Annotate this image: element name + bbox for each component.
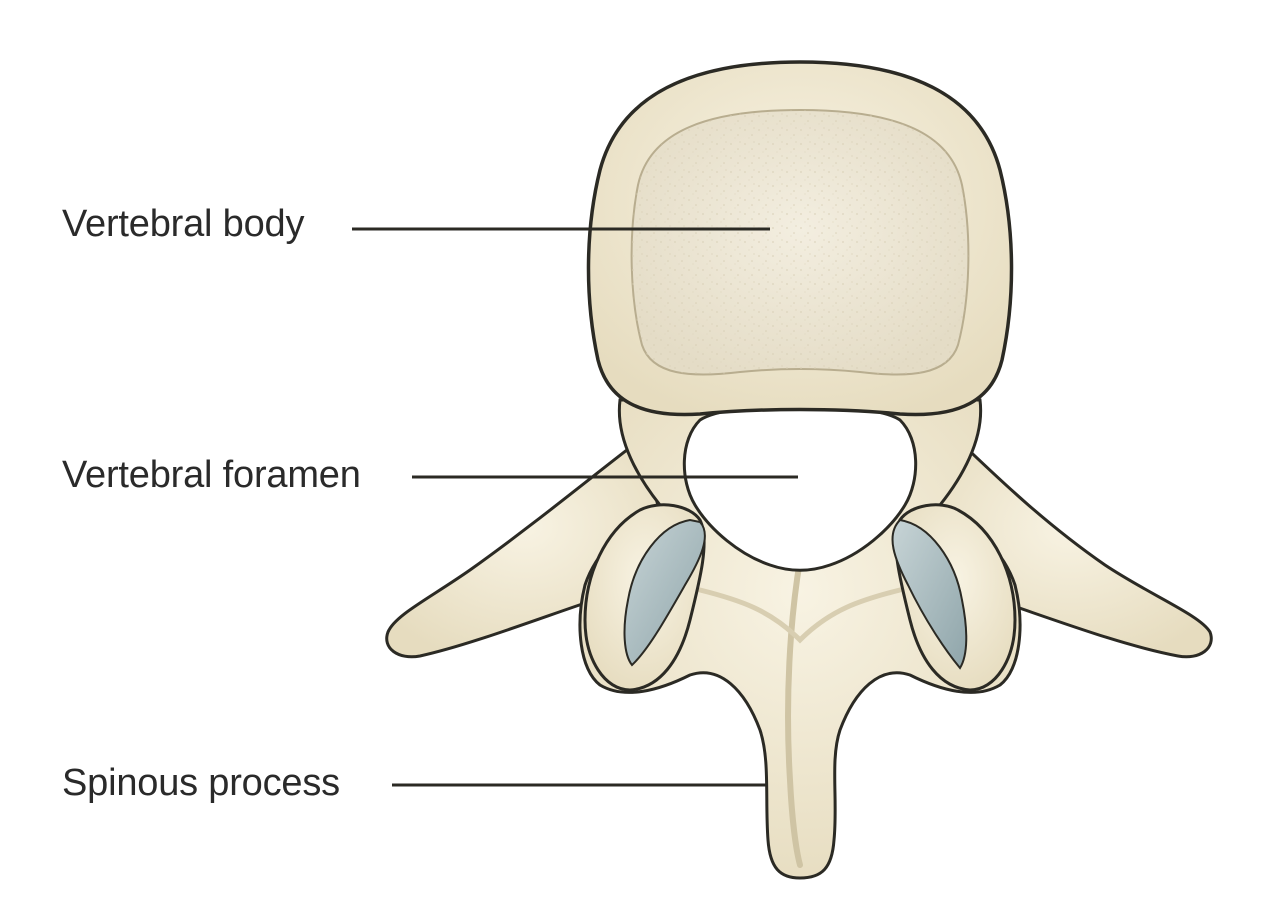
label-vertebral-foramen: Vertebral foramen [62, 454, 361, 496]
vertebral-body-texture [631, 110, 969, 375]
label-vertebral-body: Vertebral body [62, 203, 305, 245]
spinous-process-crest [697, 587, 903, 644]
label-spinous-process: Spinous process [62, 762, 340, 804]
spinous-process-ridge [785, 557, 803, 868]
left-articular-cartilage [623, 518, 706, 667]
right-articular-cartilage [891, 518, 968, 670]
